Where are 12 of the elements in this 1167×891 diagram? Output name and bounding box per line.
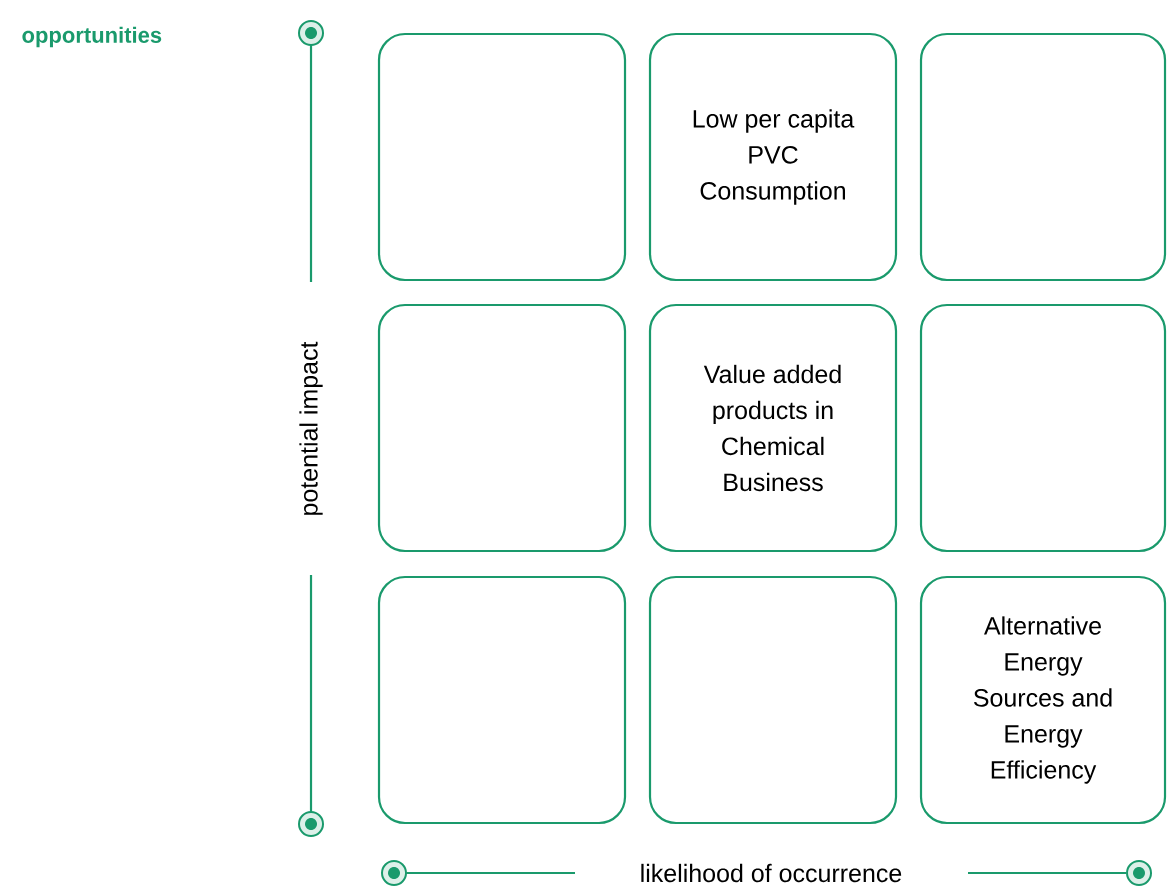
empty-box [919, 32, 1167, 282]
empty-box [648, 575, 898, 825]
title: opportunities [22, 26, 162, 48]
text-box: Value added products in Chemical Business [648, 303, 898, 553]
empty-box [377, 303, 627, 553]
text-box: Alternative Energy Sources and Energy Efficiency [919, 575, 1167, 825]
empty-box [377, 575, 627, 825]
empty-box [919, 303, 1167, 553]
axis-label: likelihood of occurrence [641, 863, 902, 883]
empty-box [377, 32, 627, 282]
axis-label: potential impact [299, 341, 323, 515]
text-box: Low per capita PVC Consumption [648, 32, 898, 282]
